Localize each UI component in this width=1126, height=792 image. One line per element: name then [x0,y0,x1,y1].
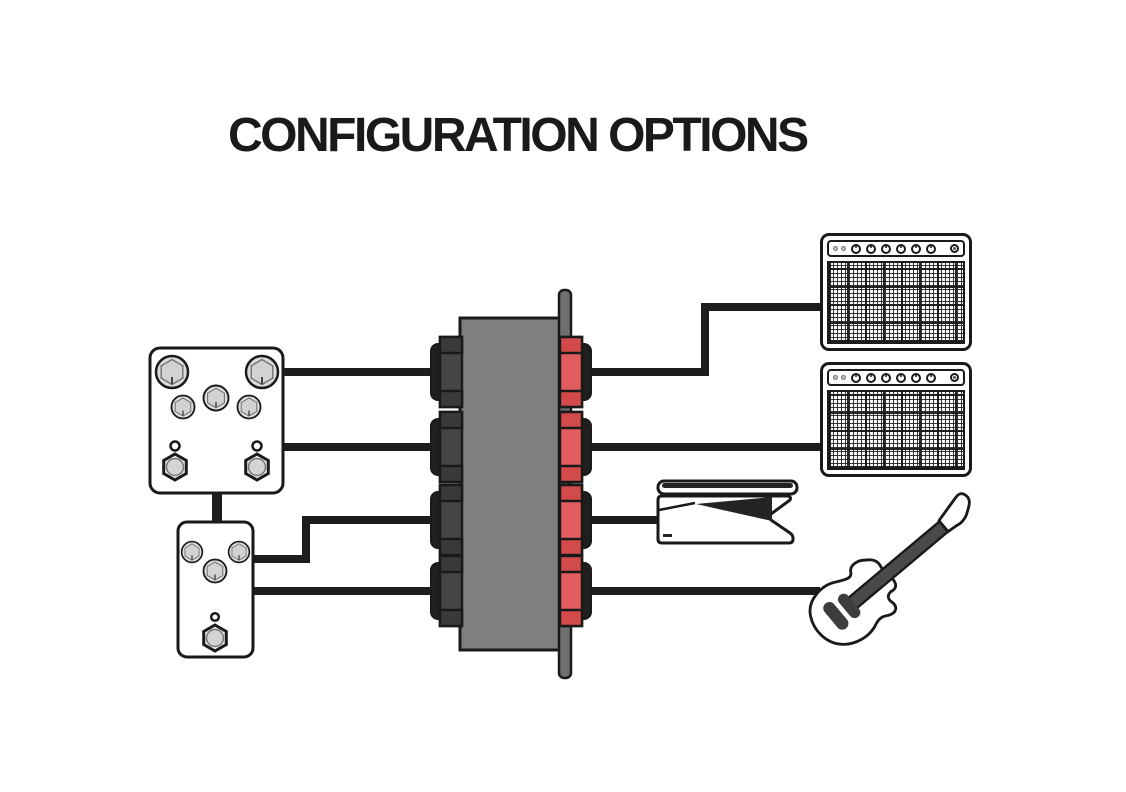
large-pedal-led [251,440,263,452]
volume-pedal-label-mark [663,534,672,537]
amp-1-icon [820,233,972,351]
volume-pedal-pivot-dot [730,501,736,507]
amp-speaker-grille [827,390,965,470]
large-pedal-knob [154,354,190,390]
amp-input-jack-icon [841,375,846,380]
input-jack-4 [429,554,464,628]
amp-input-jack-icon [833,246,838,251]
guitar-headstock [937,492,971,534]
amp-2-icon [820,362,972,477]
amp-knob-icon [911,372,921,383]
output-jack-2 [558,410,593,484]
guitar-pickup [823,602,849,630]
input-jack-2 [429,410,464,484]
small-pedal-knob [227,540,251,564]
amp-input-jack-icon [841,246,846,251]
cable-pedal2-to-input3 [253,516,433,563]
large-pedal-footswitch [162,452,188,482]
junction-box-body [458,316,565,652]
large-pedal-knob [244,354,280,390]
small-pedal-icon [176,520,255,659]
input-jack-1 [429,335,464,409]
amp-jewel-light-icon [950,373,959,382]
small-pedal-knob [180,540,204,564]
page-title: CONFIGURATION OPTIONS [228,109,809,162]
volume-pedal-toe-line [658,501,696,512]
output-jack-4 [558,554,593,628]
large-pedal-knob [202,384,230,412]
amp-speaker-grille [827,261,965,344]
amp-knob-icon [851,243,861,254]
amp-control-panel [827,240,965,257]
guitar-pickup [837,593,861,619]
amp-knob-icon [881,243,891,254]
amp-knob-icon [866,243,876,254]
small-pedal-footswitch [202,623,228,653]
amp-knob-icon [926,372,936,383]
large-pedal-led [169,440,181,452]
amp-input-jack-icon [833,375,838,380]
small-pedal-knob [202,558,228,584]
cable-output1-to-amp1 [589,303,824,376]
output-jack-3 [558,483,593,557]
amp-knob-icon [926,243,936,254]
volume-pedal-icon [656,479,799,545]
amp-knob-icon [896,243,906,254]
amp-knob-icon [881,372,891,383]
small-pedal-led [209,611,221,623]
amp-knob-icon [911,243,921,254]
amp-knob-icon [896,372,906,383]
large-pedal-knob [170,394,196,420]
amp-knob-icon [866,372,876,383]
amp-knob-icon [851,372,861,383]
amp-control-panel [827,369,965,386]
junction-box-icon [429,288,593,680]
amp-jewel-light-icon [950,244,959,253]
input-jack-3 [429,483,464,557]
guitar-icon [808,492,971,646]
volume-pedal-wedge [696,497,772,521]
large-pedal-knob [236,394,262,420]
large-pedal-footswitch [244,452,270,482]
large-pedal-icon [148,346,285,495]
volume-pedal-treadle-edge [662,483,793,488]
output-jack-1 [558,335,593,409]
